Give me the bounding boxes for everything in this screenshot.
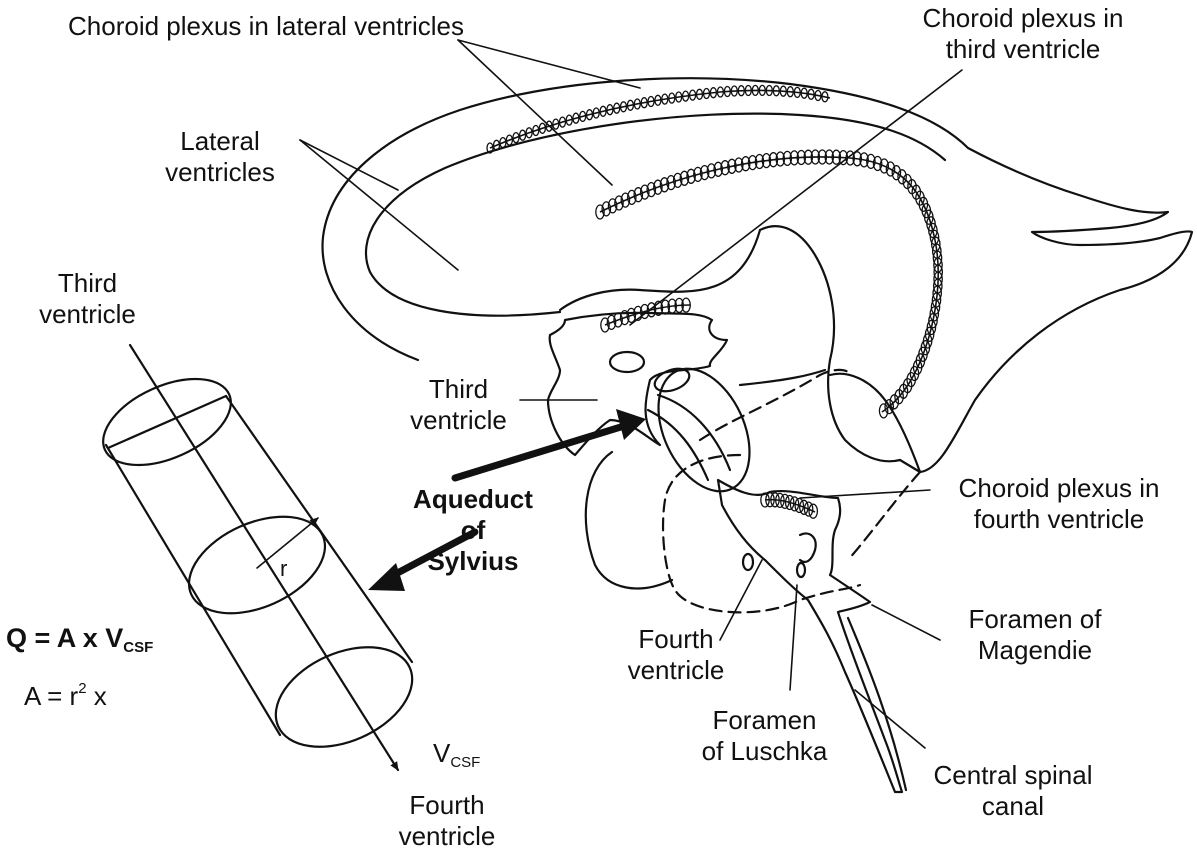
leader-choroid-fourth xyxy=(800,490,930,498)
label-choroid-lateral: Choroid plexus in lateral ventricles xyxy=(68,11,464,42)
cylinder-left-edge xyxy=(106,445,280,735)
equation-flow: Q = A x VCSF xyxy=(6,623,153,663)
label-foramen-magendie: Foramen of Magendie xyxy=(945,604,1125,666)
label-vcsf-main: V xyxy=(433,738,450,768)
label-vcsf-sub: CSF xyxy=(450,754,480,771)
cerebellum-outline xyxy=(586,452,672,588)
label-magendie-line1: Foramen of xyxy=(945,604,1125,635)
luschka-foramen-right xyxy=(797,563,805,577)
third-ventricle-outline xyxy=(548,313,727,455)
equation-flow-sub: CSF xyxy=(123,639,153,656)
choroid-plexus-coils xyxy=(487,85,942,518)
label-aqueduct-of-sylvius: Aqueduct of Sylvius xyxy=(398,484,548,577)
brainstem-outline xyxy=(740,370,825,385)
equation-area-sup: 2 xyxy=(78,680,86,697)
aqueduct-tube-upper xyxy=(658,395,730,470)
label-third-left-line2: ventricle xyxy=(25,299,150,330)
label-fourth-mid-line2: ventricle xyxy=(606,655,746,686)
label-fourth-ventricle-bottom: Fourth ventricle xyxy=(383,790,511,852)
label-choroid-third-line1: Choroid plexus in xyxy=(878,3,1168,34)
cylinder-cross-section xyxy=(174,497,340,632)
thalamus-outline xyxy=(760,226,900,461)
label-radius: r xyxy=(280,553,287,584)
lateral-ventricle-inner xyxy=(366,114,945,316)
label-aqueduct-line1: Aqueduct xyxy=(398,484,548,515)
label-spinal-line1: Central spinal xyxy=(913,760,1113,791)
luschka-foramen-left xyxy=(743,554,753,570)
label-luschka-line1: Foramen xyxy=(687,705,842,736)
massa-intermedia xyxy=(610,352,644,372)
label-choroid-fourth-line1: Choroid plexus in xyxy=(928,473,1190,504)
label-third-ventricle-left: Third ventricle xyxy=(25,268,150,330)
label-foramen-luschka: Foramen of Luschka xyxy=(687,705,842,767)
label-third-left-line1: Third xyxy=(25,268,150,299)
choroid-plexus-lateral-lower xyxy=(600,157,938,412)
leader-choroid-third xyxy=(630,70,962,325)
label-luschka-line2: of Luschka xyxy=(687,736,842,767)
equation-area: A = r2 x xyxy=(24,673,107,712)
label-magendie-line2: Magendie xyxy=(945,635,1125,666)
label-choroid-fourth-line2: fourth ventricle xyxy=(928,504,1190,535)
label-aqueduct-line2: of xyxy=(398,515,548,546)
label-lateral-ventricles: Lateral ventricles xyxy=(155,126,285,188)
label-choroid-third-line2: third ventricle xyxy=(878,34,1168,65)
label-lateral-line1: Lateral xyxy=(155,126,285,157)
label-fourth-mid-line1: Fourth xyxy=(606,624,746,655)
label-vcsf: VCSF xyxy=(433,738,480,778)
leader-choroid-lateral-b xyxy=(458,40,612,185)
third-roof xyxy=(560,230,760,310)
equation-area-tail: x xyxy=(94,681,107,711)
leader-luschka xyxy=(790,585,797,690)
leader-magendie xyxy=(872,605,940,640)
label-spinal-line2: canal xyxy=(913,791,1113,822)
spinal-canal-line xyxy=(848,618,906,790)
label-fourth-ventricle-mid: Fourth ventricle xyxy=(606,624,746,686)
label-lateral-line2: ventricles xyxy=(155,157,285,188)
medulla-dashed xyxy=(848,472,920,560)
label-third-ventricle-mid: Third ventricle xyxy=(396,374,521,436)
label-aqueduct-line3: Sylvius xyxy=(398,546,548,577)
label-choroid-third: Choroid plexus in third ventricle xyxy=(878,3,1168,65)
luschka-hook xyxy=(800,533,816,561)
label-third-mid-line2: ventricle xyxy=(396,405,521,436)
label-choroid-fourth: Choroid plexus in fourth ventricle xyxy=(928,473,1190,535)
leader-choroid-lateral-a xyxy=(458,40,640,88)
label-fourth-bottom-line2: ventricle xyxy=(383,821,511,852)
cylinder-radius-arrow xyxy=(257,518,318,568)
label-fourth-bottom-line1: Fourth xyxy=(383,790,511,821)
equation-area-main: A = r xyxy=(24,681,78,711)
leader-lateral-b xyxy=(300,140,458,270)
label-third-mid-line1: Third xyxy=(396,374,521,405)
equation-flow-main: Q = A x V xyxy=(6,623,123,653)
aqueduct-arrow-up-head xyxy=(616,409,646,440)
label-central-spinal-canal: Central spinal canal xyxy=(913,760,1113,822)
